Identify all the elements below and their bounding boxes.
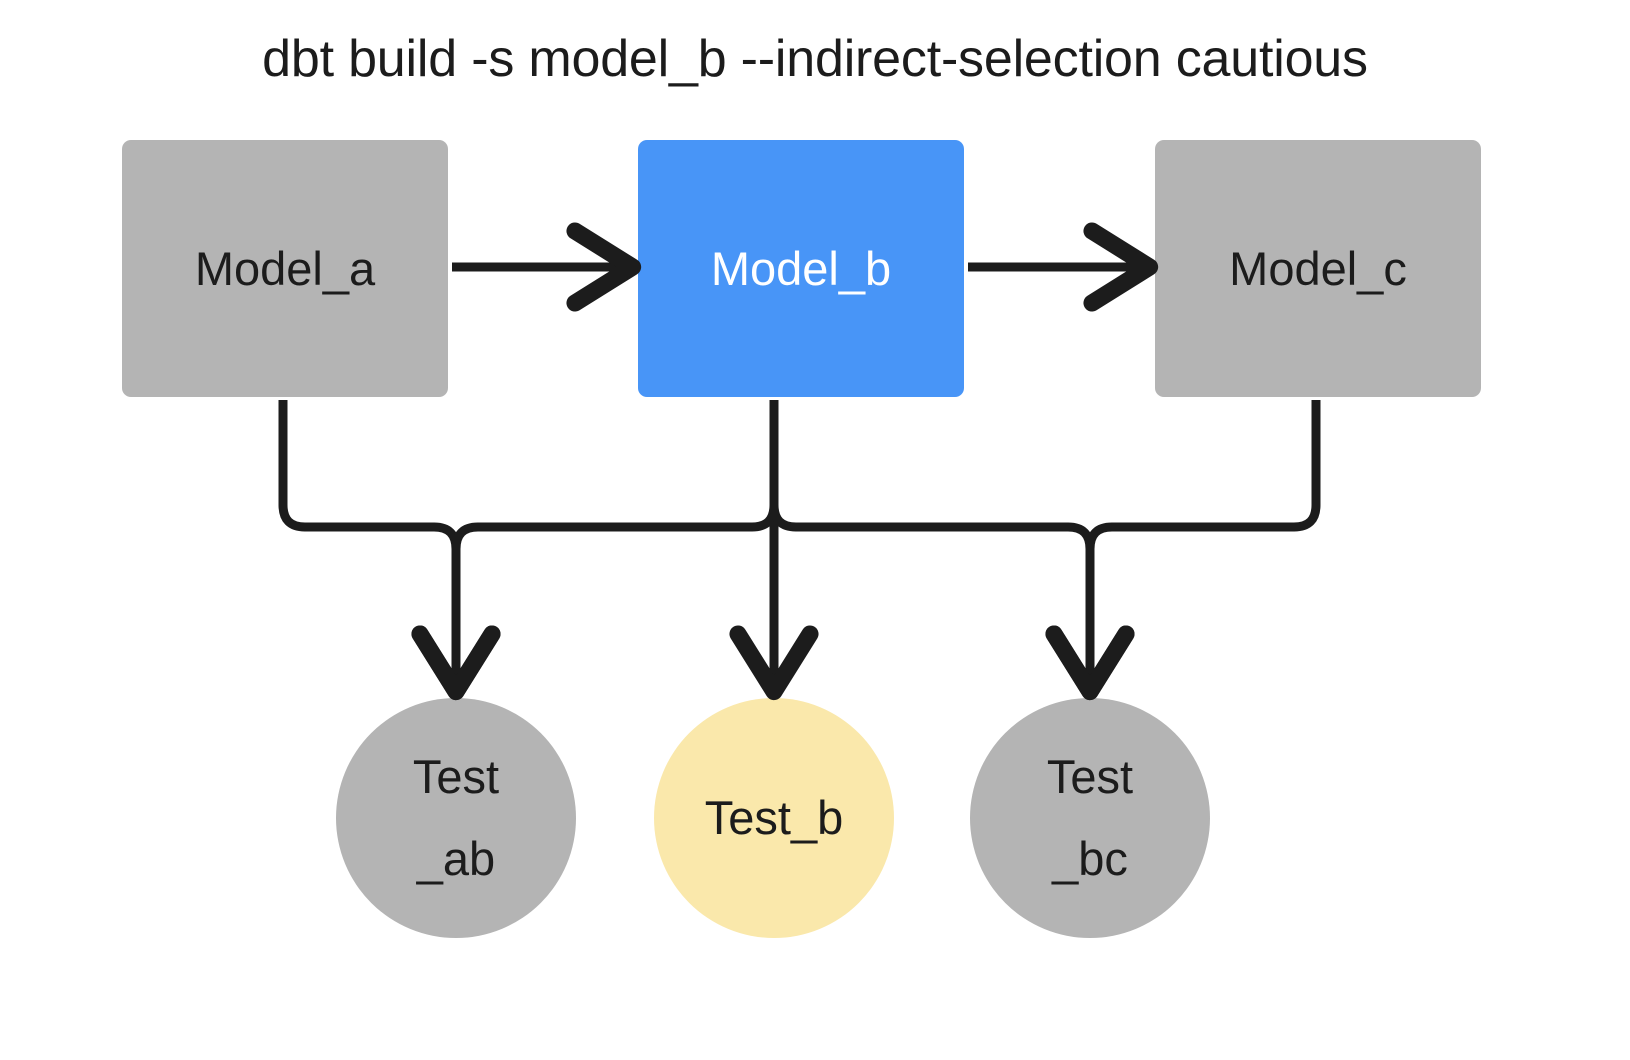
node-test-bc[interactable] (970, 698, 1210, 938)
test-nodes (336, 698, 1210, 938)
edge-model-b-to-test-ab (411, 400, 779, 701)
node-test-b[interactable] (654, 698, 894, 938)
edge-layer (278, 222, 1321, 701)
edge-model-b-to-test-bc (769, 400, 1135, 701)
edge-model-c-to-test-bc (1045, 400, 1321, 701)
node-model-c[interactable] (1155, 140, 1481, 397)
model-nodes (122, 140, 1481, 397)
node-test-ab[interactable] (336, 698, 576, 938)
edge-model-a-to-test-ab (278, 400, 501, 701)
diagram-title: dbt build -s model_b --indirect-selectio… (262, 30, 1368, 88)
node-model-a[interactable] (122, 140, 448, 397)
node-model-b[interactable] (638, 140, 964, 397)
